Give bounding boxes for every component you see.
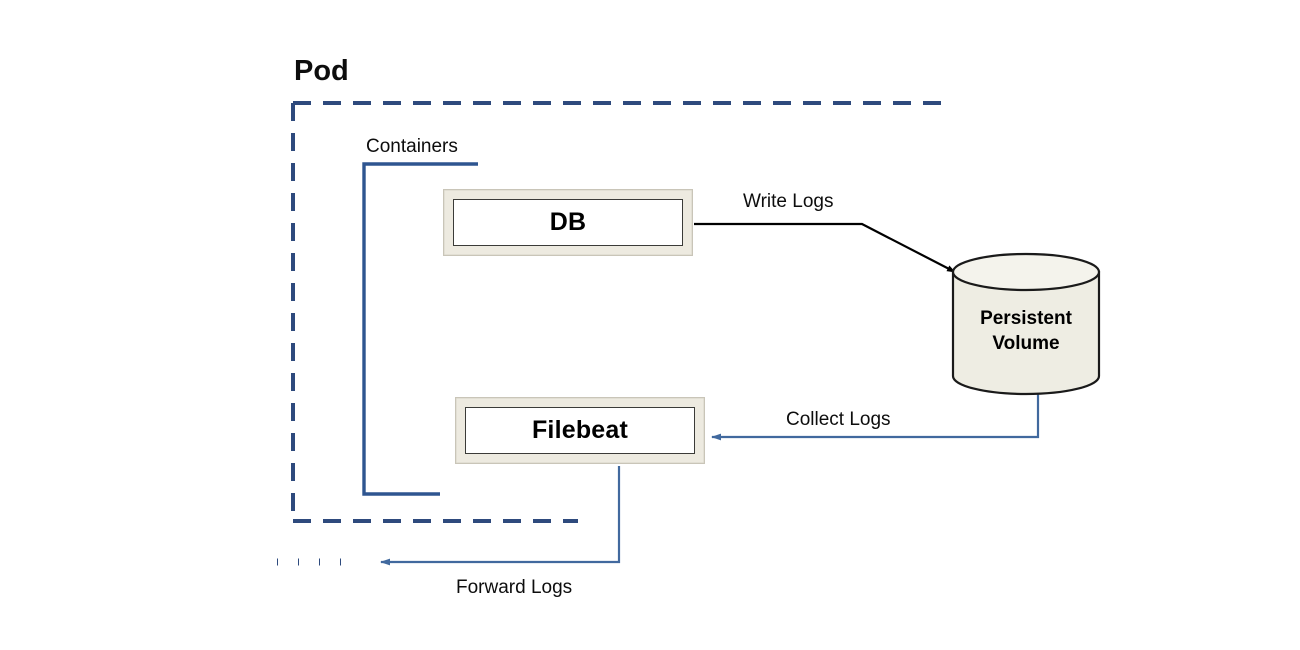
write-logs-label: Write Logs [743,191,834,212]
db-container-box[interactable]: DB [443,189,693,256]
filebeat-box-inner: Filebeat [465,407,695,454]
write-logs-arrow [694,222,956,273]
db-box-inner: DB [453,199,683,246]
containers-label: Containers [366,136,458,157]
collect-logs-label: Collect Logs [786,409,891,430]
persistent-volume-label: Persistent Volume [953,306,1099,356]
persistent-volume-node[interactable]: Persistent Volume [953,258,1099,390]
persistent-volume-shape [951,252,1101,396]
pod-title: Pod [294,55,349,87]
forward-logs-label: Forward Logs [456,577,573,598]
forward-logs-arrow [380,466,621,566]
collect-logs-arrow [711,392,1040,441]
db-label: DB [549,208,587,236]
filebeat-container-box[interactable]: Filebeat [455,397,705,464]
persistent-volume-label-line2: Volume [992,333,1060,354]
filebeat-label: Filebeat [531,416,629,444]
containers-bracket [362,162,478,496]
persistent-volume-label-line1: Persistent [980,308,1072,329]
